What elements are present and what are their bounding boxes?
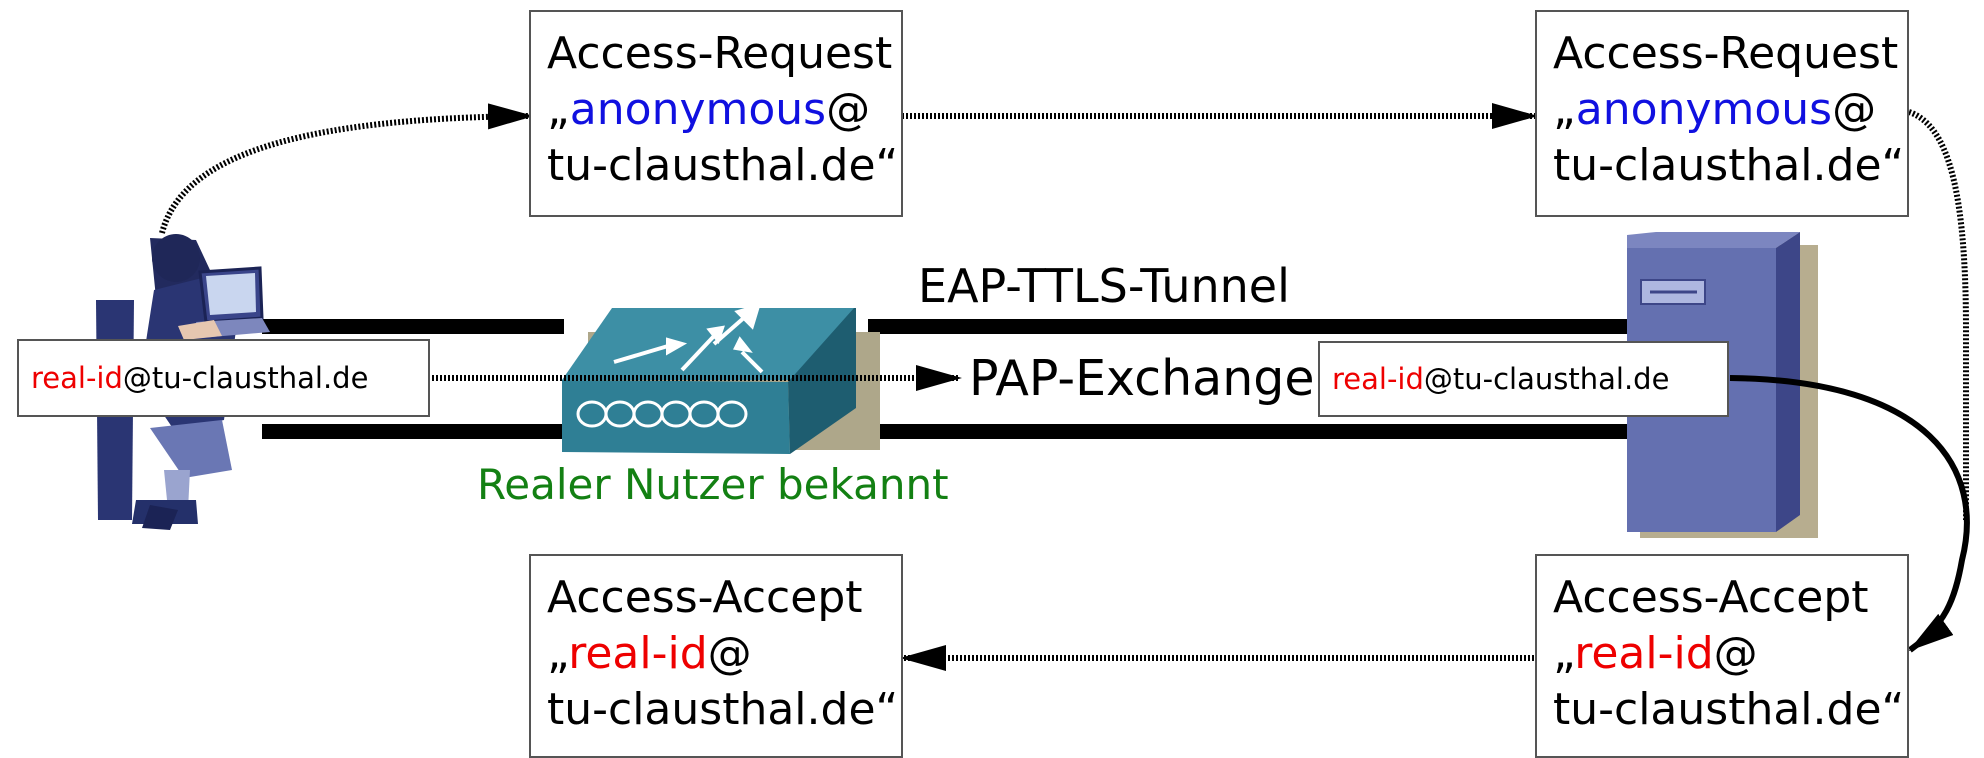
server-real-id: real-id [1332, 362, 1424, 396]
access-request-left: Access-Request „anonymous@ tu-clausthal.… [529, 10, 903, 217]
access-accept-left: Access-Accept „real-id@ tu-clausthal.de“ [529, 554, 903, 758]
access-accept-right: Access-Accept „real-id@ tu-clausthal.de“ [1535, 554, 1909, 758]
arrow-server-to-accept [1729, 375, 1970, 653]
eap-tunnel-bars [262, 319, 1634, 439]
flow-arrows [159, 103, 1969, 671]
request-left-line1: Access-Request [547, 28, 893, 79]
client-real-id: real-id [31, 361, 123, 395]
access-request-right: Access-Request „anonymous@ tu-clausthal.… [1535, 10, 1909, 217]
exchange-label: PAP-Exchange [969, 350, 1315, 407]
real-id-user: real-id [1574, 628, 1714, 679]
server-identity-box: real-id@tu-clausthal.de [1318, 341, 1729, 417]
server-domain: @tu-clausthal.de [1423, 362, 1670, 396]
anonymous-user: anonymous [1575, 84, 1833, 135]
real-id-user: real-id [568, 628, 708, 679]
accept-left-line1: Access-Accept [547, 572, 863, 623]
tunnel-label: EAP-TTLS-Tunnel [918, 259, 1290, 313]
arrow-request-to-server [1907, 109, 1969, 520]
request-right-line1: Access-Request [1553, 28, 1899, 79]
client-domain: @tu-clausthal.de [122, 361, 369, 395]
anonymous-user: anonymous [569, 84, 827, 135]
client-identity-box: real-id@tu-clausthal.de [17, 339, 430, 417]
accept-right-line1: Access-Accept [1553, 572, 1869, 623]
router-note: Realer Nutzer bekannt [477, 460, 949, 509]
router-icon [562, 303, 880, 454]
arrow-user-to-request [159, 103, 534, 234]
